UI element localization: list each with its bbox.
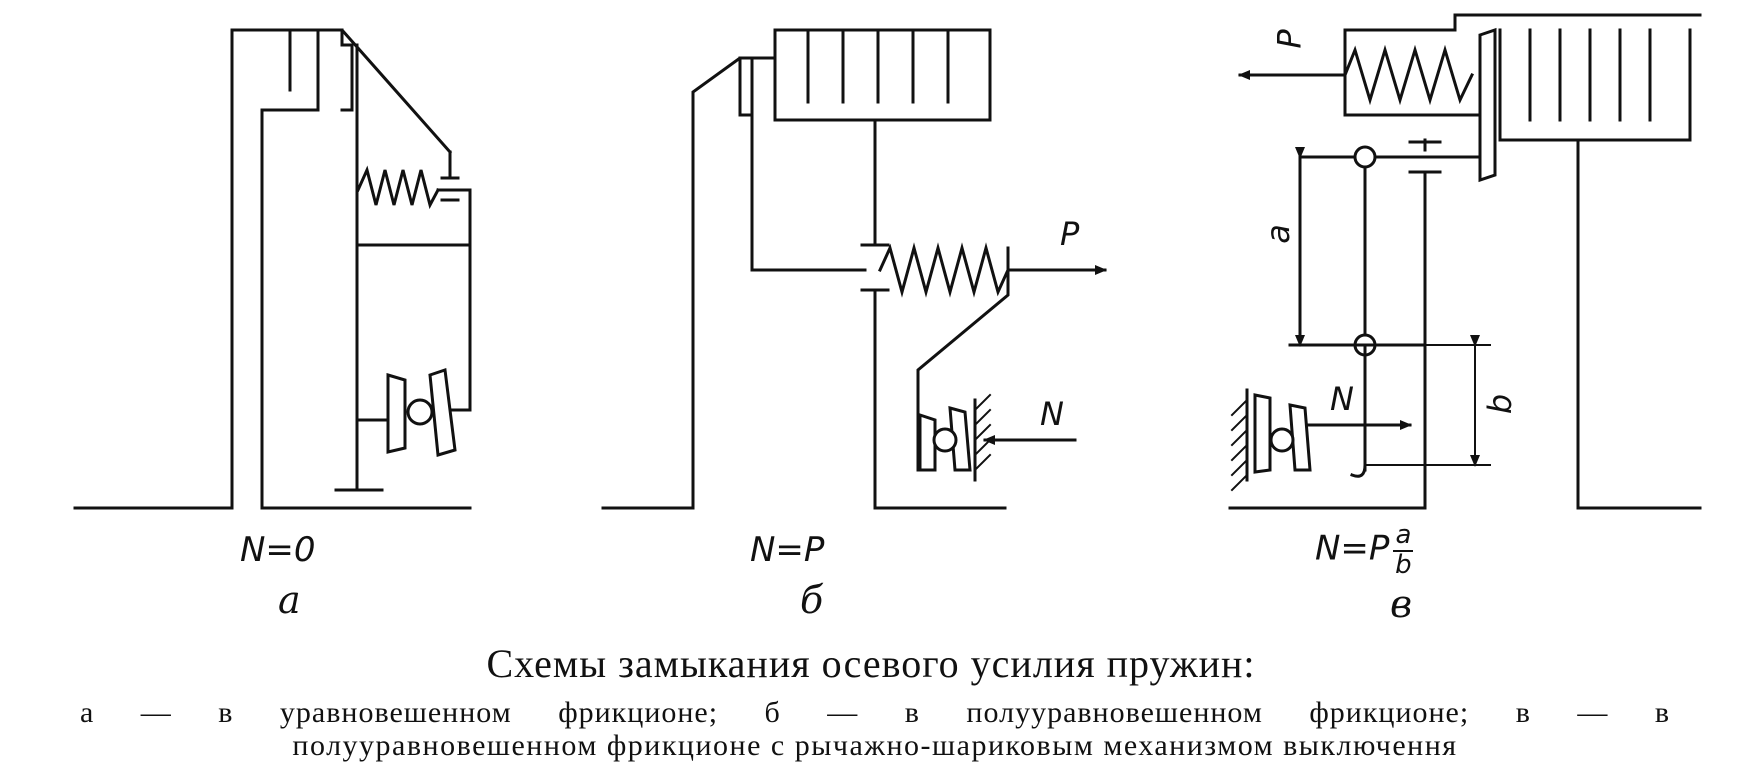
caption-line-1: а — в уравновешенном фрикционе; б — в по…	[80, 696, 1670, 729]
a-ball	[406, 398, 434, 426]
b-ramp-right	[948, 406, 972, 472]
c-frac-num: a	[1393, 520, 1414, 552]
a-spring	[356, 165, 441, 210]
c-ball	[1269, 427, 1295, 453]
a-disc	[340, 28, 354, 112]
caption-line-2: полууравновешенном фрикционе с рычажно-ш…	[292, 729, 1458, 762]
b-force-n-label: N	[1040, 395, 1064, 433]
c-frac-den: b	[1395, 550, 1412, 580]
c-housing	[1453, 13, 1702, 32]
b-bracket	[916, 246, 1010, 472]
c-base	[1228, 468, 1427, 510]
b-ball	[932, 427, 958, 453]
diagram-a	[73, 28, 472, 510]
diagram-b	[601, 28, 1107, 510]
c-dim-a-label: a	[1258, 224, 1297, 244]
b-letter: б	[800, 578, 824, 622]
a-hub	[260, 28, 320, 510]
diagram-c	[1228, 13, 1702, 510]
b-disc	[738, 56, 754, 117]
c-formula-lhs: N=P	[1315, 528, 1390, 569]
c-force-p-label: P	[1270, 29, 1309, 49]
c-spring	[1343, 44, 1475, 106]
c-force-n-label: N	[1330, 380, 1354, 418]
a-ramp-right	[428, 367, 457, 457]
c-spring-housing	[1343, 28, 1482, 117]
b-formula: N=P	[750, 530, 825, 570]
caption-title: Схемы замыкания осевого усилия пружин:	[486, 641, 1256, 686]
c-dim-b-label: b	[1481, 393, 1520, 415]
c-letter: в	[1390, 582, 1413, 626]
a-housing	[73, 28, 453, 510]
c-pack	[1498, 28, 1692, 142]
b-force-p-label: P	[1060, 215, 1080, 253]
a-letter: а	[278, 578, 301, 622]
a-ramp-left	[386, 372, 407, 454]
b-lever	[750, 73, 867, 272]
b-base	[873, 288, 1007, 510]
c-ramp-right	[1288, 403, 1312, 472]
c-pivot-top	[1353, 145, 1377, 169]
c-ramp-left	[1253, 393, 1272, 474]
b-ramp-left	[918, 412, 937, 472]
a-formula: N=0	[240, 530, 316, 570]
c-plate	[1478, 27, 1497, 183]
b-spring	[878, 242, 1010, 298]
b-housing	[601, 28, 992, 510]
